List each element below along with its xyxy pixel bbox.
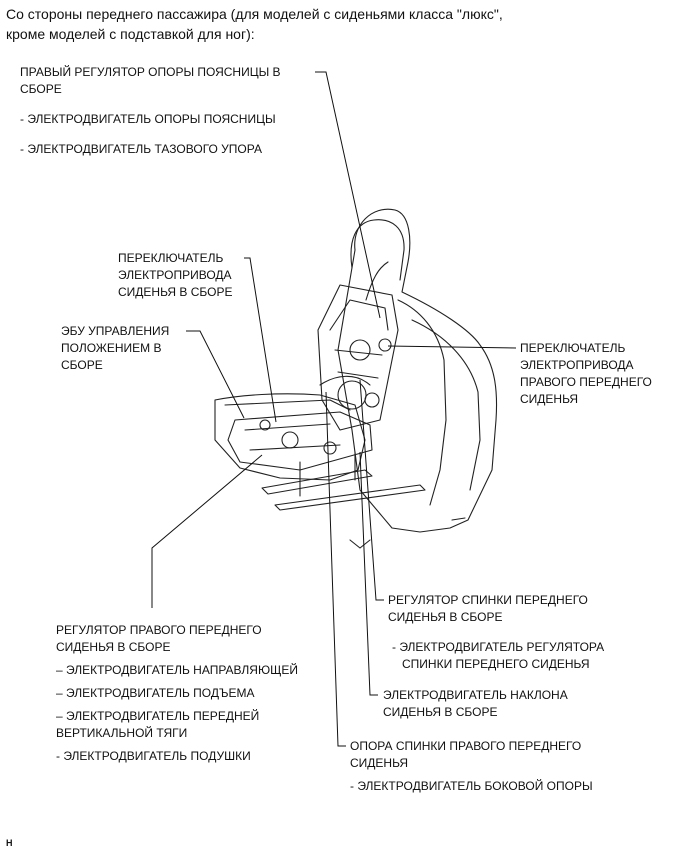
label-seatback-adjuster: РЕГУЛЯТОР СПИНКИ ПЕРЕДНЕГО СИДЕНЬЯ В СБО…	[388, 592, 604, 673]
leader-ecu	[186, 330, 245, 419]
label-lumbar-sub-2: - ЭЛЕКТРОДВИГАТЕЛЬ ТАЗОВОГО УПОРА	[20, 142, 262, 156]
label-support-sub-1: - ЭЛЕКТРОДВИГАТЕЛЬ БОКОВОЙ ОПОРЫ	[350, 779, 593, 793]
seat-headrest	[350, 219, 405, 281]
label-ecu-2: ПОЛОЖЕНИЕМ В	[61, 341, 162, 355]
label-ecu-3: СБОРЕ	[61, 358, 103, 372]
label-seat-adjuster-1: РЕГУЛЯТОР ПРАВОГО ПЕРЕДНЕГО	[56, 623, 262, 637]
label-right-switch-1: ПЕРЕКЛЮЧАТЕЛЬ	[520, 341, 626, 355]
label-seatback-adjuster-2: СИДЕНЬЯ В СБОРЕ	[388, 610, 503, 624]
leader-seatback-adjuster	[359, 379, 384, 601]
label-right-switch-4: СИДЕНЬЯ	[520, 392, 579, 406]
leader-power-switch	[244, 257, 277, 423]
seat-backrest-inner	[411, 319, 481, 491]
label-seat-adjuster-sub-1: – ЭЛЕКТРОДВИГАТЕЛЬ НАПРАВЛЯЮЩЕЙ	[56, 663, 298, 677]
leader-right-switch	[387, 345, 517, 349]
label-seat-adjuster-sub-3b: ВЕРТИКАЛЬНОЙ ТЯГИ	[56, 726, 188, 740]
label-seatback-adjuster-sub-2: СПИНКИ ПЕРЕДНЕГО СИДЕНЬЯ	[402, 657, 590, 671]
footer-code: H	[6, 838, 13, 848]
leader-lumbar	[315, 71, 381, 319]
label-power-seat-switch: ПЕРЕКЛЮЧАТЕЛЬ ЭЛЕКТРОПРИВОДА СИДЕНЬЯ В С…	[118, 250, 233, 301]
label-seat-adjuster-sub-4: - ЭЛЕКТРОДВИГАТЕЛЬ ПОДУШКИ	[56, 749, 251, 763]
intro-line-1: Со стороны переднего пассажира (для моде…	[6, 6, 503, 22]
label-seat-adjuster-sub-3a: – ЭЛЕКТРОДВИГАТЕЛЬ ПЕРЕДНЕЙ	[56, 709, 260, 723]
label-right-switch-3: ПРАВОГО ПЕРЕДНЕГО	[520, 375, 652, 389]
label-recline-motor: ЭЛЕКТРОДВИГАТЕЛЬ НАКЛОНА СИДЕНЬЯ В СБОРЕ	[383, 687, 568, 721]
label-seatback-support: ОПОРА СПИНКИ ПРАВОГО ПЕРЕДНЕГО СИДЕНЬЯ -…	[350, 738, 593, 795]
leader-seat-adjuster	[151, 454, 263, 608]
label-lumbar-adjuster: ПРАВЫЙ РЕГУЛЯТОР ОПОРЫ ПОЯСНИЦЫ В СБОРЕ …	[20, 64, 281, 158]
label-recline-1: ЭЛЕКТРОДВИГАТЕЛЬ НАКЛОНА	[383, 688, 568, 702]
leader-support	[325, 391, 346, 747]
seat-adjuster-frame	[227, 411, 373, 471]
seat-backrest-outline	[337, 208, 498, 533]
seat-cushion-outline	[214, 393, 366, 481]
label-right-switch-2: ЭЛЕКТРОПРИВОДА	[520, 358, 634, 372]
label-seat-adjuster: РЕГУЛЯТОР ПРАВОГО ПЕРЕДНЕГО СИДЕНЬЯ В СБ…	[56, 622, 298, 765]
label-position-ecu: ЭБУ УПРАВЛЕНИЯ ПОЛОЖЕНИЕМ В СБОРЕ	[61, 323, 169, 374]
label-right-front-switch: ПЕРЕКЛЮЧАТЕЛЬ ЭЛЕКТРОПРИВОДА ПРАВОГО ПЕР…	[520, 340, 652, 408]
label-power-switch-2: ЭЛЕКТРОПРИВОДА	[118, 268, 232, 282]
label-seat-adjuster-2: СИДЕНЬЯ В СБОРЕ	[56, 640, 171, 654]
intro-line-2: кроме моделей с подставкой для ног):	[6, 26, 255, 42]
label-support-2: СИДЕНЬЯ	[350, 756, 409, 770]
backrest-frame	[317, 284, 399, 431]
seat-rails	[261, 469, 373, 495]
label-seat-adjuster-sub-2: – ЭЛЕКТРОДВИГАТЕЛЬ ПОДЪЕМА	[56, 686, 255, 700]
label-lumbar-sub-1: - ЭЛЕКТРОДВИГАТЕЛЬ ОПОРЫ ПОЯСНИЦЫ	[20, 112, 276, 126]
intro-text: Со стороны переднего пассажира (для моде…	[6, 4, 503, 44]
label-lumbar-title-2: СБОРЕ	[20, 82, 62, 96]
label-lumbar-title-1: ПРАВЫЙ РЕГУЛЯТОР ОПОРЫ ПОЯСНИЦЫ В	[20, 65, 281, 79]
label-support-1: ОПОРА СПИНКИ ПРАВОГО ПЕРЕДНЕГО	[350, 739, 582, 753]
label-seatback-adjuster-sub-1: - ЭЛЕКТРОДВИГАТЕЛЬ РЕГУЛЯТОРА	[392, 640, 605, 654]
label-ecu-1: ЭБУ УПРАВЛЕНИЯ	[61, 324, 170, 338]
label-seatback-adjuster-1: РЕГУЛЯТОР СПИНКИ ПЕРЕДНЕГО	[388, 593, 588, 607]
leader-recline	[359, 451, 378, 696]
label-power-switch-1: ПЕРЕКЛЮЧАТЕЛЬ	[118, 251, 224, 265]
label-power-switch-3: СИДЕНЬЯ В СБОРЕ	[118, 285, 233, 299]
label-recline-2: СИДЕНЬЯ В СБОРЕ	[383, 705, 498, 719]
